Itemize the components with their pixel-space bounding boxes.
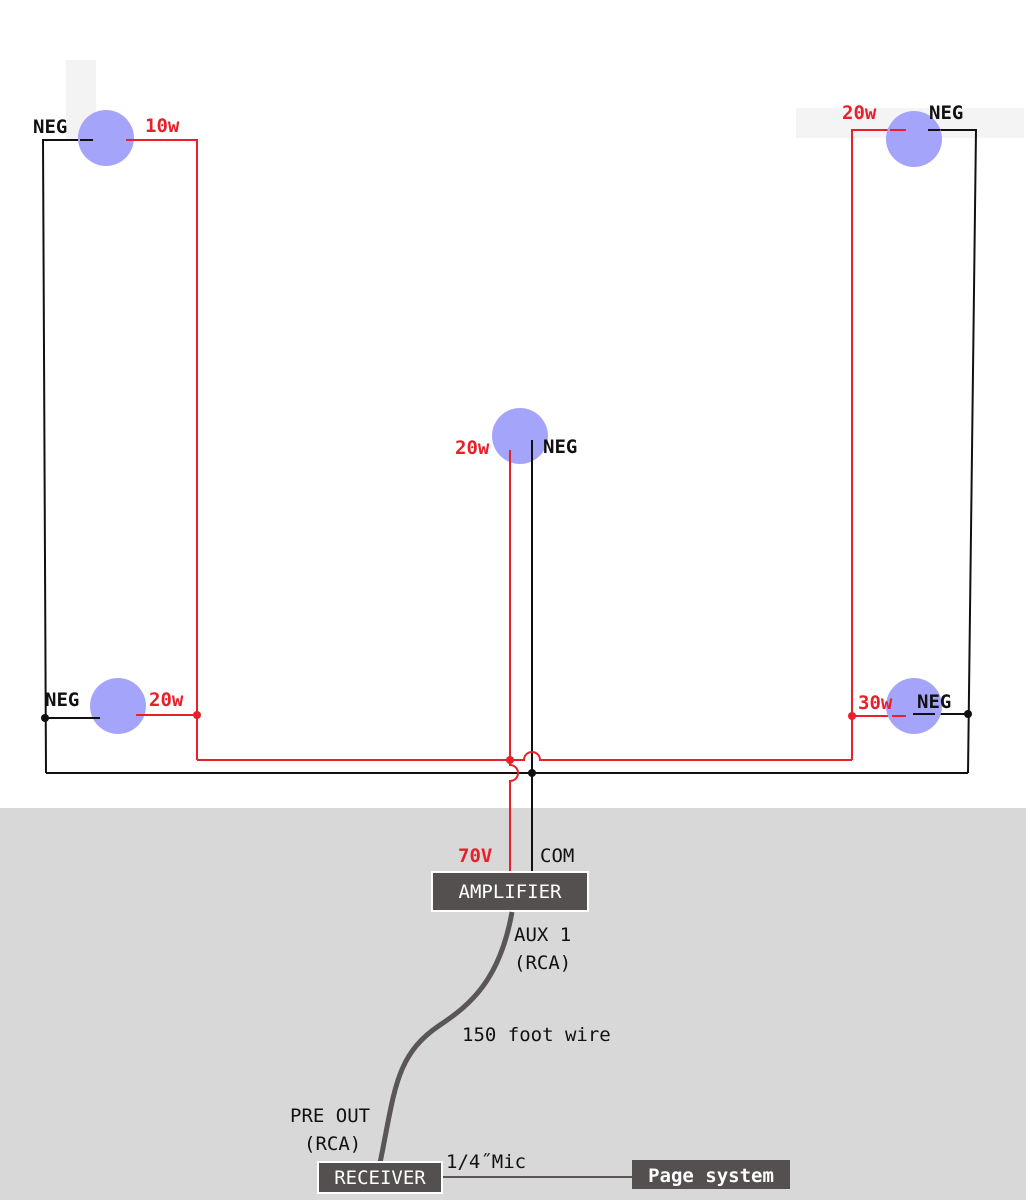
wattage-label-center: 20w [455, 437, 490, 459]
speaker-terminal-stubs [80, 129, 940, 719]
pos-bus-right-hop [510, 751, 852, 761]
amplifier-positive-terminal-label: 70V [458, 845, 492, 867]
mic-link-label: 1/4˝Mic [446, 1151, 526, 1173]
amplifier-input-label-line2: (RCA) [514, 952, 571, 974]
cable-length-label: 150 foot wire [462, 1024, 611, 1046]
amplifier-box [431, 871, 589, 912]
speaker-bottom-left [90, 678, 146, 734]
wattage-label-bottom-right: 30w [858, 692, 893, 714]
junction-dot [41, 714, 49, 722]
junction-dot [964, 710, 972, 718]
speaker-center [492, 408, 548, 464]
neg-wire-top-left [41, 139, 93, 774]
receiver-title: RECEIVER [334, 1167, 426, 1189]
page-system-box [632, 1160, 790, 1189]
neg-label-bottom-right: NEG [917, 691, 951, 713]
amplifier-common-terminal-label: COM [540, 845, 574, 867]
neg-label-top-right: NEG [929, 102, 963, 124]
neg-wire-top-right [928, 129, 978, 774]
speaker-top-left [78, 110, 134, 166]
equipment-area-background [0, 808, 1026, 1200]
speaker-top-right [886, 111, 942, 167]
receiver-output-label-line1: PRE OUT [290, 1105, 370, 1127]
positive-wiring [126, 129, 906, 874]
junction-dots [41, 710, 972, 777]
negative-wiring [41, 129, 978, 874]
page-system-title: Page system [648, 1165, 774, 1187]
receiver-output-label-line2: (RCA) [304, 1133, 361, 1155]
amplifier-title: AMPLIFIER [459, 881, 563, 903]
amplifier-input-label-line1: AUX 1 [514, 924, 571, 946]
wattage-label-top-right: 20w [842, 102, 877, 124]
junction-dot [528, 769, 536, 777]
pos-wire-top-right [851, 129, 906, 760]
wattage-label-bottom-left: 20w [149, 689, 184, 711]
junction-dot [193, 711, 201, 719]
junction-dot [848, 712, 856, 720]
speaker-bottom-right [886, 678, 942, 734]
neg-label-top-left: NEG [33, 116, 67, 138]
wattage-label-top-left: 10w [145, 115, 180, 137]
audio-cable [377, 911, 515, 1164]
pos-wire-center [509, 453, 519, 874]
pos-wire-top-left [126, 139, 198, 760]
neg-label-center: NEG [543, 436, 577, 458]
receiver-box [317, 1161, 443, 1194]
speaker-labels: NEG 10w 20w NEG 20w NEG NEG 20w 30w NEG [33, 102, 963, 714]
neg-label-bottom-left: NEG [45, 689, 79, 711]
speakers [78, 110, 942, 734]
junction-dot [506, 756, 514, 764]
